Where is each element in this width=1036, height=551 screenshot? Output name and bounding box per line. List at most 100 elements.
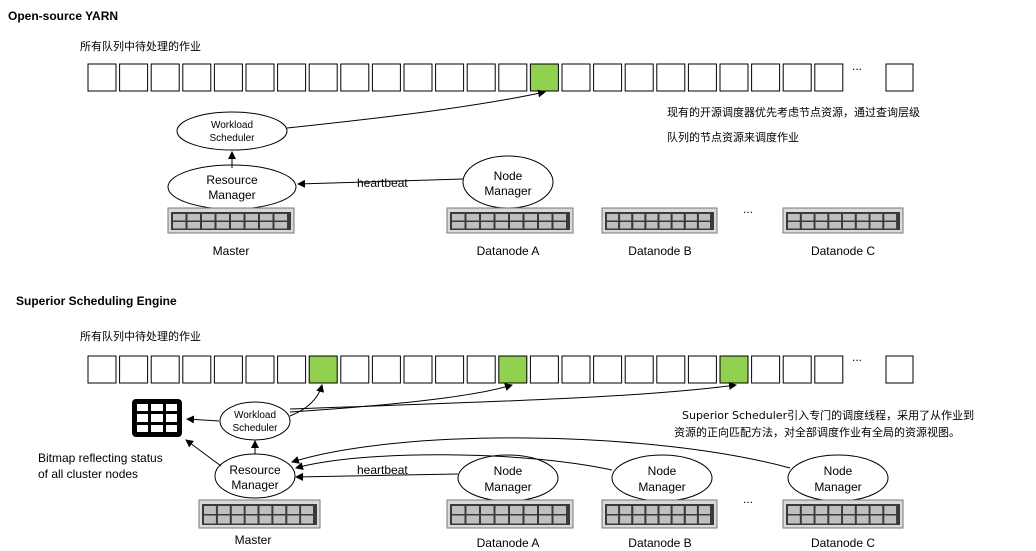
yarn-heartbeat-label: heartbeat [357, 176, 408, 190]
sse-arrow-heartbeat-b [295, 454, 613, 471]
sse-queue-slot-3 [150, 355, 180, 384]
yarn-datanode-b-server [601, 207, 718, 234]
yarn-queue-slot-13 [466, 63, 496, 92]
yarn-queue-slot-7 [277, 63, 307, 92]
sse-arrow-ws-to-job1 [289, 384, 325, 417]
yarn-master-server [167, 207, 295, 234]
yarn-datanode-c-label: Datanode C [811, 244, 875, 258]
yarn-queue-slot-6 [245, 63, 275, 92]
yarn-queue-slot-10 [371, 63, 401, 92]
yarn-rm-line2: Manager [208, 188, 255, 202]
yarn-queue-slot-12 [435, 63, 465, 92]
yarn-queue-slot-14 [498, 63, 528, 92]
sse-nm-a-line2: Manager [484, 480, 531, 494]
sse-node-manager-b: Node Manager [611, 454, 713, 502]
yarn-arrow-ws-to-job [286, 89, 546, 129]
sse-master-server [198, 499, 321, 529]
sse-arrow-ws-to-bitmap [186, 415, 220, 424]
yarn-queue-slot-17 [593, 63, 623, 92]
sse-queue-slot-7 [277, 355, 307, 384]
yarn-note-line2: 队列的节点资源来调度作业 [667, 130, 799, 144]
yarn-nodes-ellipsis: ... [743, 202, 753, 216]
sse-rm-line1: Resource [229, 463, 281, 477]
yarn-queue-slot-3 [150, 63, 180, 92]
sse-queue-slot-24 [814, 355, 844, 384]
yarn-queue-slot-20 [687, 63, 717, 92]
sse-ws-line2: Scheduler [232, 423, 278, 434]
yarn-queue-ellipsis: ... [852, 59, 862, 73]
sse-queue-slot-1 [87, 355, 117, 384]
sse-nm-a-line1: Node [494, 464, 523, 478]
sse-datanode-b-server [601, 499, 718, 529]
sse-queue-slot-10 [371, 355, 401, 384]
sse-arrow-ws-to-job3 [289, 381, 737, 410]
sse-arrow-ws-to-job2 [289, 383, 513, 413]
sse-nm-c-line1: Node [824, 464, 853, 478]
yarn-queue-slot-19 [656, 63, 686, 92]
sse-queue-label: 所有队列中待处理的作业 [80, 329, 201, 343]
sse-queue-slot-21 [719, 355, 749, 384]
sse-arrow-heartbeat-a [295, 472, 459, 481]
sse-queue-slot-5 [213, 355, 243, 384]
yarn-queue-slot-1 [87, 63, 117, 92]
sse-queue-slot-20 [687, 355, 717, 384]
sse-queue-slot-6 [245, 355, 275, 384]
yarn-queue-slot-15 [529, 63, 559, 92]
sse-datanode-c-server [782, 499, 904, 529]
yarn-queue-slot-11 [403, 63, 433, 92]
sse-note-line1: Superior Scheduler引入专门的调度线程，采用了从作业到 [682, 408, 974, 422]
yarn-queue-slot-2 [119, 63, 149, 92]
sse-queue-slot-14 [498, 355, 528, 384]
yarn-queue-slot-5 [213, 63, 243, 92]
sse-queue-slot-last [885, 355, 914, 384]
yarn-note-line1: 现有的开源调度器优先考虑节点资源，通过查询层级 [667, 105, 920, 119]
yarn-queue-slot-18 [624, 63, 654, 92]
sse-arrow-rm-to-bitmap [185, 439, 222, 467]
sse-queue-slot-16 [561, 355, 591, 384]
yarn-queue-slot-22 [751, 63, 781, 92]
yarn-queue-slot-last [885, 63, 914, 92]
sse-queue-slot-12 [435, 355, 465, 384]
sse-datanode-a-label: Datanode A [477, 536, 540, 550]
sse-datanode-b-label: Datanode B [628, 536, 691, 550]
sse-nm-c-line2: Manager [814, 480, 861, 494]
sse-queue-slot-18 [624, 355, 654, 384]
yarn-ws-line2: Scheduler [209, 133, 255, 144]
sse-rm-line2: Manager [231, 478, 278, 492]
yarn-title: Open-source YARN [8, 9, 118, 23]
yarn-node-manager: Node Manager [462, 155, 554, 209]
sse-queue-slot-9 [340, 355, 370, 384]
bitmap-caption-line1: Bitmap reflecting status [38, 451, 163, 465]
yarn-datanode-a-label: Datanode A [477, 244, 540, 258]
sse-node-manager-a: Node Manager [457, 454, 559, 502]
sse-resource-manager: Resource Manager [214, 453, 296, 499]
sse-queue-ellipsis: ... [852, 350, 862, 364]
sse-queue-slot-15 [529, 355, 559, 384]
yarn-queue-label: 所有队列中待处理的作业 [80, 39, 201, 53]
sse-ws-line1: Workload [234, 410, 276, 421]
yarn-master-label: Master [213, 244, 250, 258]
sse-queue-slot-4 [182, 355, 212, 384]
yarn-queue-slot-9 [340, 63, 370, 92]
sse-master-label: Master [235, 533, 272, 547]
sse-queue-slot-8 [308, 355, 338, 384]
yarn-rm-line1: Resource [206, 173, 258, 187]
yarn-datanode-c-server [782, 207, 904, 234]
sse-note-line2: 资源的正向匹配方法，对全部调度作业有全局的资源视图。 [674, 425, 960, 439]
sse-nodes-ellipsis: ... [743, 492, 753, 506]
sse-queue-slot-11 [403, 355, 433, 384]
sse-title: Superior Scheduling Engine [16, 294, 177, 308]
yarn-queue-slot-24 [814, 63, 844, 92]
yarn-datanode-a-server [446, 207, 574, 234]
sse-node-manager-c: Node Manager [787, 454, 889, 502]
yarn-queue-slot-21 [719, 63, 749, 92]
sse-queue-slot-19 [656, 355, 686, 384]
sse-queue-slot-2 [119, 355, 149, 384]
yarn-queue-slot-16 [561, 63, 591, 92]
sse-nm-b-line2: Manager [638, 480, 685, 494]
sse-job-queue [87, 355, 844, 384]
sse-queue-slot-17 [593, 355, 623, 384]
sse-queue-slot-13 [466, 355, 496, 384]
yarn-queue-slot-23 [782, 63, 812, 92]
